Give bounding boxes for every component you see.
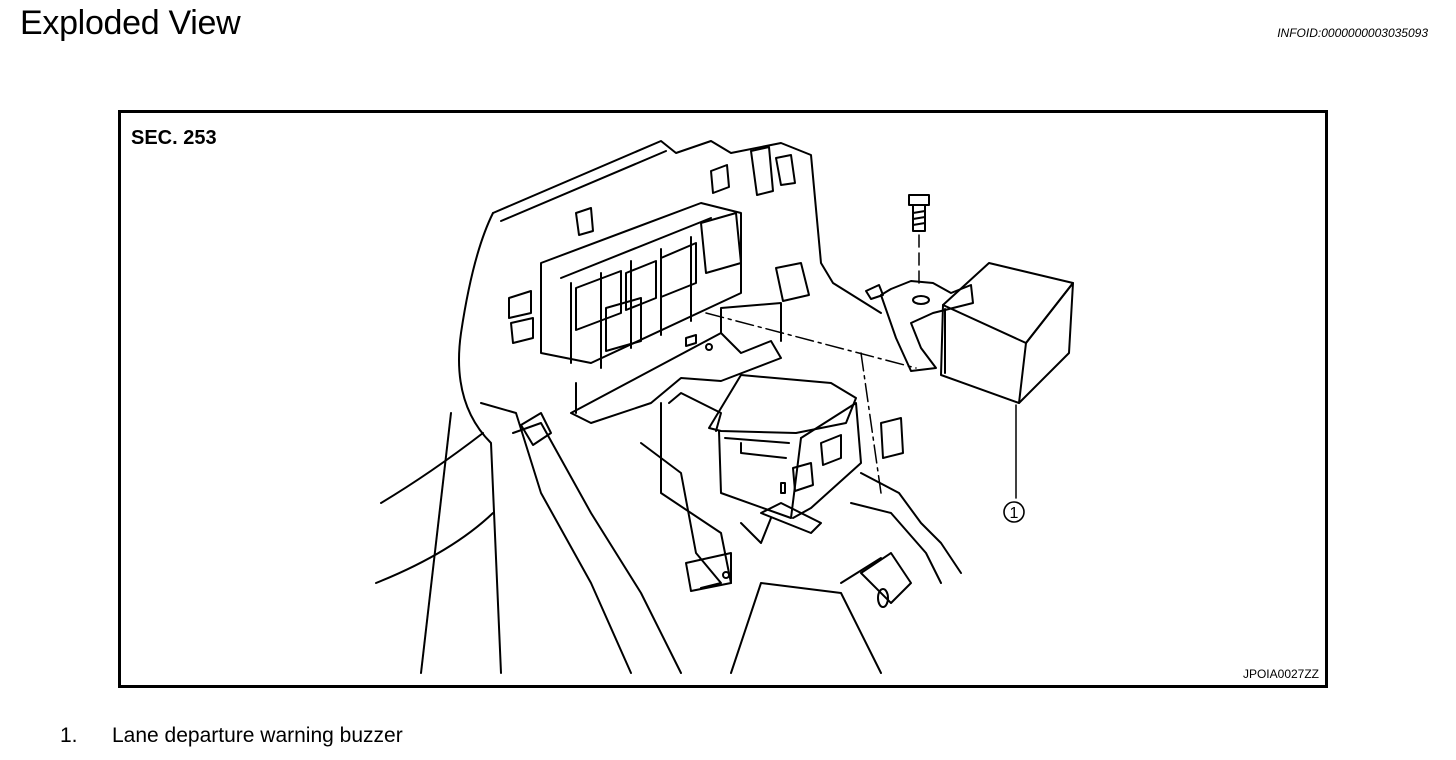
mounting-bracket [570, 302, 822, 592]
control-unit [668, 374, 862, 519]
bolt [908, 194, 930, 232]
page-title: Exploded View [20, 4, 241, 42]
info-id: INFOID:0000000003035093 [1277, 26, 1428, 40]
exploded-view-illustration: 1 [375, 140, 1074, 674]
legend-number: 1. [60, 724, 78, 747]
callout-1: 1 [1010, 505, 1019, 522]
buzzer-bracket [865, 280, 974, 372]
lane-departure-warning-buzzer [940, 262, 1074, 404]
legend-item: 1. Lane departure warning buzzer [60, 724, 403, 748]
exploded-view-figure: 1 SEC. 253 JPOIA0027ZZ [118, 110, 1328, 688]
section-label: SEC. 253 [131, 127, 217, 149]
relay-block [508, 202, 742, 369]
legend-label: Lane departure warning buzzer [112, 724, 403, 747]
figure-code: JPOIA0027ZZ [1242, 667, 1319, 681]
dash-shell [492, 140, 882, 314]
